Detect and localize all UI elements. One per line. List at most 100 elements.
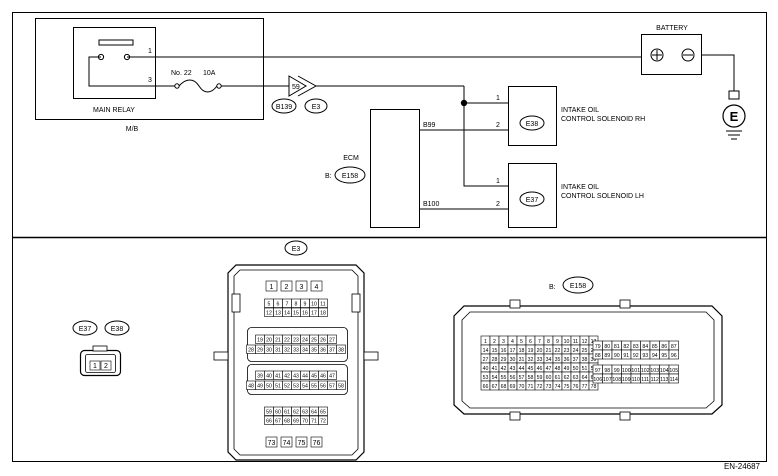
e3-pin-label: 41 <box>275 374 281 380</box>
relay-coil-bar <box>98 39 134 46</box>
e3-pin-label: 50 <box>266 384 272 390</box>
pin-label: 85 <box>652 344 658 350</box>
ecm-box <box>370 109 420 228</box>
ground-symbol: E <box>730 109 739 124</box>
pin-label: 55 <box>501 375 507 381</box>
pin-label: 97 <box>595 368 601 374</box>
pin-label: 33 <box>537 357 543 363</box>
pin-label: 3 <box>502 339 505 345</box>
main-relay-label: MAIN RELAY <box>93 107 135 114</box>
e3-pin-label: 69 <box>293 419 299 425</box>
wire-junction-to-lh <box>463 103 508 187</box>
pin-label: 12 <box>582 339 588 345</box>
pin-label: 23 <box>564 348 570 354</box>
pin-label: 21 <box>546 348 552 354</box>
fuse-terminal-right <box>216 83 222 89</box>
e3-pin-label: 53 <box>293 384 299 390</box>
e3-pin-label: 73 <box>268 440 276 447</box>
e158-top-tab-2 <box>619 299 631 309</box>
e3-pin-label: 71 <box>311 419 317 425</box>
e3-pin-label: 33 <box>293 348 299 354</box>
pin-label: 67 <box>492 384 498 390</box>
tag-e37 <box>519 191 545 207</box>
pin-label: 95 <box>661 353 667 359</box>
e3-pin-cell <box>327 370 337 380</box>
e3-mid-block-upper <box>247 327 348 362</box>
pin-label: 81 <box>614 344 620 350</box>
e3-pin-label: 29 <box>257 348 263 354</box>
solenoid-lh-line-2: CONTROL SOLENOID LH <box>561 193 644 200</box>
tag-b139-text: B139 <box>276 104 292 111</box>
e3-pin-cell <box>310 280 323 292</box>
e3-pin-label: 63 <box>302 410 308 416</box>
e3-pin-label: 59 <box>266 410 272 416</box>
e3-pin-label: 14 <box>284 311 290 317</box>
pin-cell <box>668 349 679 360</box>
pin-label: 35 <box>555 357 561 363</box>
joint-connector-arrow <box>288 75 307 97</box>
pin-label: 87 <box>671 344 677 350</box>
e3-side-rib-left <box>213 351 229 361</box>
tag-e3-text: E3 <box>312 104 321 111</box>
e3-pin-label: 68 <box>284 419 290 425</box>
e3-pin-label: 26 <box>320 338 326 344</box>
relay-switch-arm <box>88 56 155 87</box>
pin-label: 47 <box>546 366 552 372</box>
pin-label: 90 <box>614 353 620 359</box>
pin-label: 112 <box>651 377 659 383</box>
pin-label: 106 <box>593 377 602 383</box>
pin-label: 86 <box>661 344 667 350</box>
pin-label: 105 <box>669 368 678 374</box>
pin-label: 30 <box>510 357 516 363</box>
e37-e38-pin-2 <box>100 360 112 371</box>
pin-label: 69 <box>510 384 516 390</box>
pin-label: 66 <box>483 384 489 390</box>
e3-pin-label: 58 <box>338 384 344 390</box>
pin-label: 100 <box>622 368 631 374</box>
e3-pin-label: 60 <box>275 410 281 416</box>
pin-label: 54 <box>492 375 498 381</box>
e3-pin-label: 32 <box>284 348 290 354</box>
e3-pin-cell <box>336 380 346 390</box>
solenoid-lh-line-1: INTAKE OIL <box>561 184 599 191</box>
e3-pin-label: 25 <box>311 338 317 344</box>
e3-pin-label: 21 <box>275 338 281 344</box>
mb-label: M/B <box>126 126 139 133</box>
e3-pin-label: 9 <box>304 302 307 308</box>
e3-pin-label: 39 <box>257 374 263 380</box>
pin-label: 82 <box>623 344 629 350</box>
main-relay-box <box>73 27 156 99</box>
e3-pin-cell <box>318 307 328 317</box>
e3-pin-label: 72 <box>320 419 326 425</box>
fuse-symbol <box>178 79 218 93</box>
tag-e3 <box>304 98 328 114</box>
pin-label: 71 <box>528 384 534 390</box>
e3-pin-label: 43 <box>293 374 299 380</box>
e3-pin-label: 54 <box>302 384 308 390</box>
e3-pin-label: 42 <box>284 374 290 380</box>
pin-label: 78 <box>591 384 597 390</box>
pin-label: 83 <box>633 344 639 350</box>
e3-pin-label: 4 <box>315 284 319 291</box>
pin-label: 8 <box>547 339 550 345</box>
e3-pin-label: 27 <box>329 338 335 344</box>
pin-label: 15 <box>492 348 498 354</box>
pin-label: 88 <box>595 353 601 359</box>
pin-label: 72 <box>537 384 543 390</box>
e3-pin-label: 31 <box>275 348 281 354</box>
pin-label: 9 <box>556 339 559 345</box>
pin-label: 34 <box>546 357 552 363</box>
e3-pin-label: 13 <box>275 311 281 317</box>
e3-pin-label: 36 <box>320 348 326 354</box>
pin-label: 111 <box>641 377 649 383</box>
fuse-number: No. 22 <box>171 70 192 77</box>
pin-label: 39 <box>591 357 597 363</box>
figure-code: EN-24687 <box>724 462 761 471</box>
e3-pin-label: 62 <box>293 410 299 416</box>
pin-label: 14 <box>483 348 489 354</box>
e3-pin-label: 75 <box>298 440 306 447</box>
tag-e158-text: E158 <box>342 173 358 180</box>
pin-label: 104 <box>660 368 669 374</box>
e3-pin-label: 64 <box>311 410 317 416</box>
pin-label: 22 <box>555 348 561 354</box>
